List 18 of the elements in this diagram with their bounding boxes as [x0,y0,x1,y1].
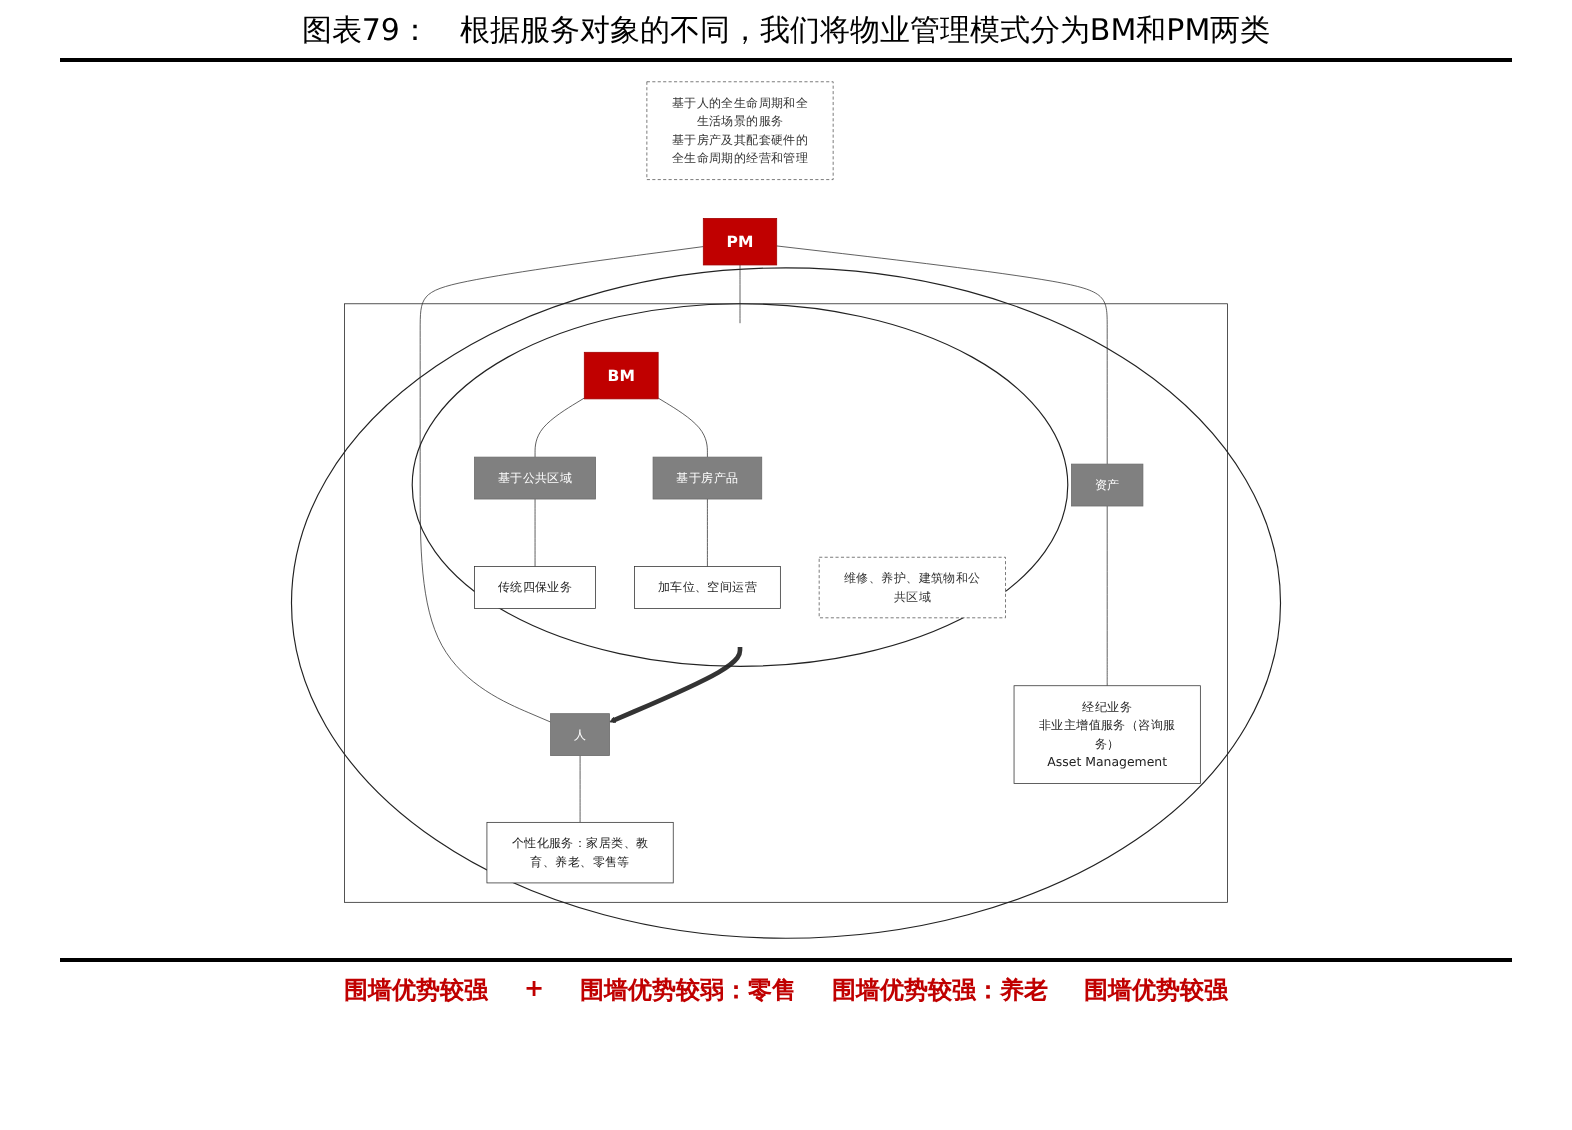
connector [534,498,536,567]
connector [1106,505,1108,687]
cluster [290,267,1282,939]
cluster [411,303,1069,667]
connector [419,246,704,723]
note-text: 围墙优势较强：养老 [832,974,1049,1008]
note-text: 围墙优势较强 [1084,974,1229,1008]
note-text: 围墙优势较弱：零售 [580,974,797,1008]
connector [534,397,585,458]
connector [707,498,708,567]
arrow [609,646,743,723]
connector [739,264,741,324]
connector [657,397,708,458]
connector [579,755,581,823]
note-text: 围墙优势较强 [343,974,488,1008]
connector [776,245,1108,465]
note-text: + [523,974,545,1006]
figure-title: 图表79： 根据服务对象的不同，我们将物业管理模式分为BM和PM两类 [60,0,1512,62]
